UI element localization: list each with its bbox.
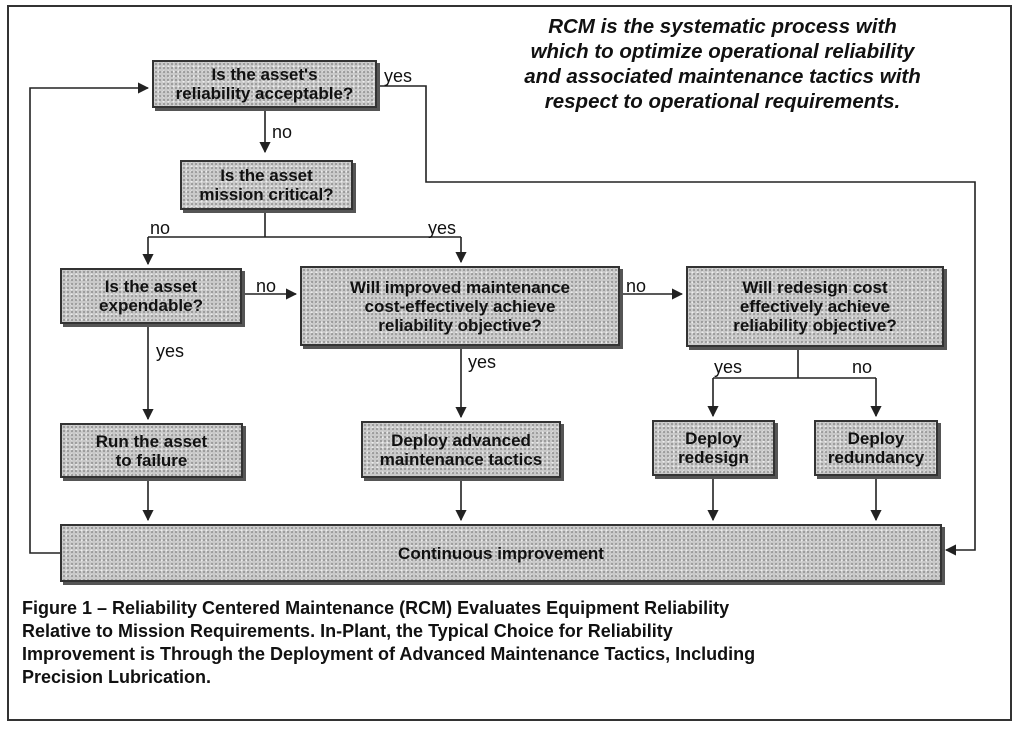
label-no-maintenance: no: [626, 276, 647, 296]
node-deploy-redesign: Deploy redesign: [652, 420, 775, 476]
node-mission-critical: Is the asset mission critical?: [180, 160, 353, 210]
node-deploy-redundancy: Deploy redundancy: [814, 420, 938, 476]
label-yes-maintenance: yes: [468, 352, 497, 372]
label-no-expendable: no: [256, 276, 277, 296]
node-redesign-cost: Will redesign cost effectively achieve r…: [686, 266, 944, 347]
label-no-top: no: [272, 122, 293, 142]
label-no-left: no: [150, 218, 171, 238]
mission-split-line: [148, 212, 461, 238]
label-no-redesign: no: [852, 357, 873, 377]
redesign-split-line: [713, 347, 876, 379]
figure-frame: [7, 5, 1012, 721]
node-improved-maintenance: Will improved maintenance cost-effective…: [300, 266, 620, 346]
node-expendable: Is the asset expendable?: [60, 268, 242, 324]
node-deploy-advanced: Deploy advanced maintenance tactics: [361, 421, 561, 478]
label-yes-mid: yes: [428, 218, 457, 238]
node-reliability-acceptable: Is the asset's reliability acceptable?: [152, 60, 377, 108]
label-yes-redesign: yes: [714, 357, 743, 377]
headline: RCM is the systematic process with which…: [524, 15, 921, 113]
figure-caption: Figure 1 – Reliability Centered Maintena…: [22, 598, 756, 687]
node-run-to-failure: Run the asset to failure: [60, 423, 243, 478]
label-yes-top: yes: [384, 66, 413, 86]
label-yes-expendable: yes: [156, 341, 185, 361]
feedback-loop-arrow: [29, 82, 150, 554]
node-continuous-improvement: Continuous improvement: [60, 524, 942, 582]
yes-top-arrow: [380, 85, 976, 556]
